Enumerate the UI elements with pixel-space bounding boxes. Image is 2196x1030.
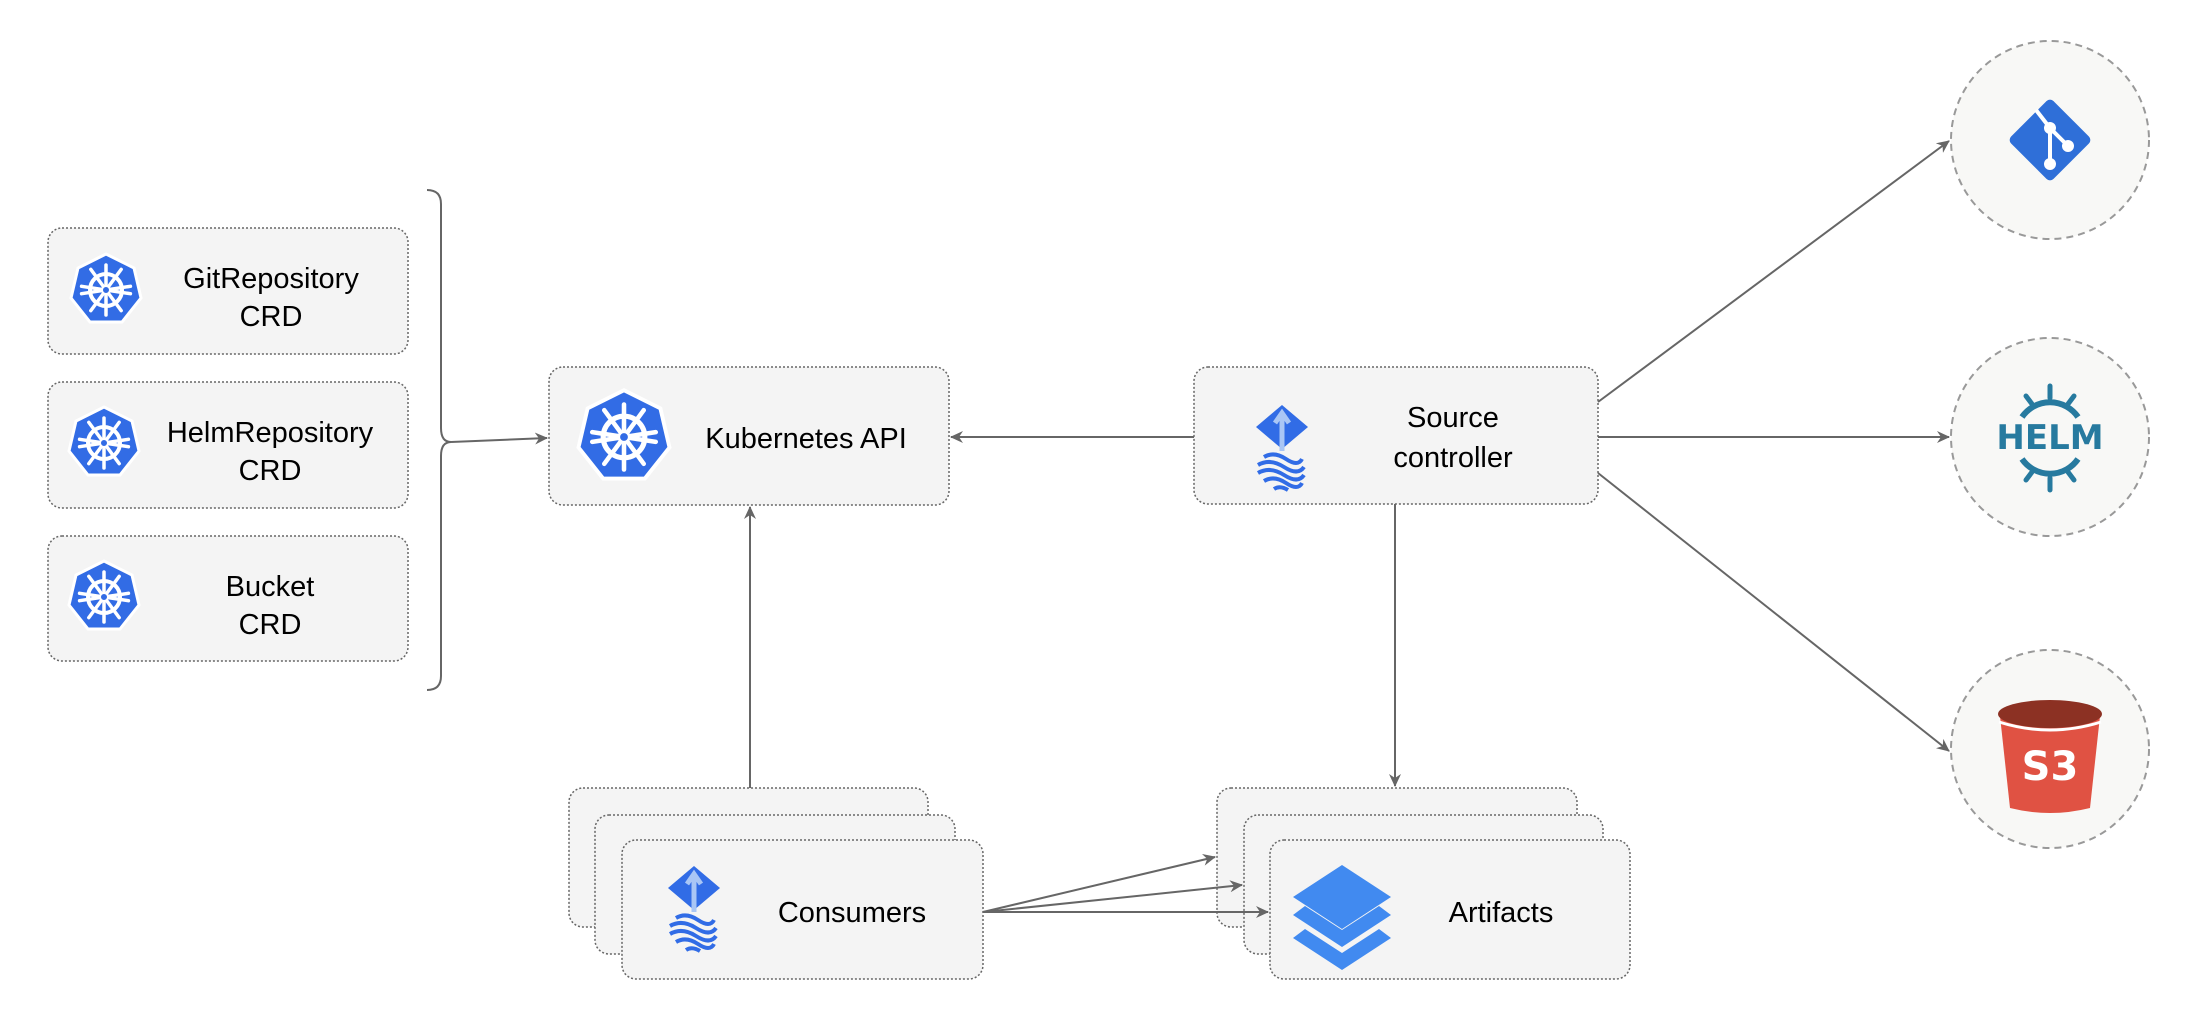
edge-consumers-to-artifacts	[982, 853, 1216, 913]
helm-source-node[interactable]: HELM	[1950, 337, 2150, 537]
kubernetes-api-node[interactable]: Kubernetes API	[548, 366, 950, 506]
artifacts-node[interactable]: Artifacts	[1216, 787, 1631, 980]
helm-icon: HELM	[1996, 383, 2104, 493]
edges	[450, 140, 1950, 918]
node-label: Source	[1407, 402, 1499, 434]
layers-icon	[1293, 865, 1391, 970]
node-label: controller	[1393, 442, 1513, 474]
node-label: HelmRepository	[167, 417, 374, 449]
s3-logo-text: S3	[2022, 744, 2079, 790]
consumers-node[interactable]: Consumers	[568, 787, 984, 980]
edge-crds-to-kubernetes-api	[450, 432, 548, 445]
git-source-node[interactable]	[1950, 40, 2150, 240]
node-label: CRD	[239, 609, 302, 641]
source-controller-node[interactable]: Source controller	[1193, 366, 1599, 505]
node-label: Artifacts	[1449, 897, 1554, 929]
node-label: Bucket	[226, 571, 315, 603]
node-label: CRD	[240, 301, 303, 333]
git-repository-crd-node[interactable]: GitRepository CRD	[47, 227, 409, 355]
crd-group-bracket	[426, 189, 452, 691]
git-icon	[2009, 99, 2091, 181]
helm-repository-crd-node[interactable]: HelmRepository CRD	[47, 381, 409, 509]
node-label: CRD	[239, 455, 302, 487]
node-label: GitRepository	[183, 263, 359, 295]
s3-source-node[interactable]: S3	[1950, 649, 2150, 849]
node-label: Consumers	[778, 897, 926, 929]
bucket-crd-node[interactable]: Bucket CRD	[47, 535, 409, 662]
edge-consumers-to-artifacts	[982, 880, 1243, 913]
s3-bucket-icon: S3	[1998, 700, 2102, 813]
edge-source-controller-to-s3	[1597, 472, 1950, 752]
node-label: Kubernetes API	[705, 423, 907, 455]
edge-source-controller-to-git	[1597, 140, 1950, 403]
helm-logo-text: HELM	[1996, 418, 2103, 458]
